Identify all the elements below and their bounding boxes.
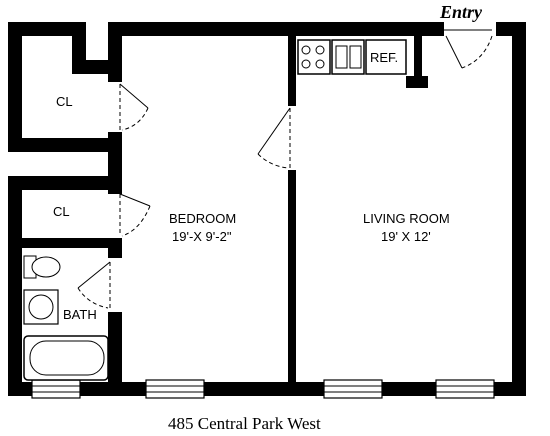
window-living-right [435, 379, 495, 399]
bedroom-size: 19'-X 9'-2" [172, 229, 232, 244]
living-room-size: 19' X 12' [381, 229, 431, 244]
windows [31, 379, 495, 399]
wall-bath-top [8, 238, 122, 248]
window-bedroom [145, 379, 205, 399]
wall-bottom [8, 382, 526, 396]
lavatory [23, 289, 59, 325]
wall-center-top [288, 36, 296, 106]
wall-bedroom-left-low [108, 312, 122, 396]
wall-top-notch [72, 22, 86, 68]
window-living-left [323, 379, 383, 399]
wall-top-main [108, 22, 444, 36]
walls [8, 22, 526, 396]
wall-kitchen-stub-v [414, 36, 422, 86]
door-bath [77, 261, 111, 309]
wall-left-upper [8, 22, 22, 152]
door-living [257, 107, 291, 169]
kitchen: REF. [297, 39, 407, 75]
wall-bedroom-left-top [108, 22, 122, 82]
bedroom-name: BEDROOM [169, 211, 236, 226]
door-closet-lower [119, 193, 151, 237]
refrigerator: REF. [365, 39, 407, 75]
toilet [23, 255, 61, 279]
closet-lower-label: CL [53, 204, 70, 219]
wall-closet2-top [8, 176, 122, 190]
sink [331, 39, 365, 75]
entry-label: Entry [439, 2, 483, 22]
bathtub [23, 335, 109, 381]
bath-fixtures [23, 255, 109, 381]
wall-top-left [8, 22, 72, 36]
wall-center-bottom [288, 170, 296, 396]
bath-label: BATH [63, 307, 97, 322]
address-caption: 485 Central Park West [168, 414, 321, 433]
living-room-name: LIVING ROOM [363, 211, 450, 226]
window-bath [31, 379, 81, 399]
door-entry [444, 29, 493, 69]
wall-right [512, 22, 526, 396]
wall-left-lower [8, 176, 22, 396]
closet-upper-label: CL [56, 94, 73, 109]
doors [77, 29, 493, 309]
wall-closet-divider [8, 138, 122, 152]
stove [297, 39, 331, 75]
door-closet-upper [119, 83, 149, 131]
refrigerator-label: REF. [370, 50, 398, 65]
